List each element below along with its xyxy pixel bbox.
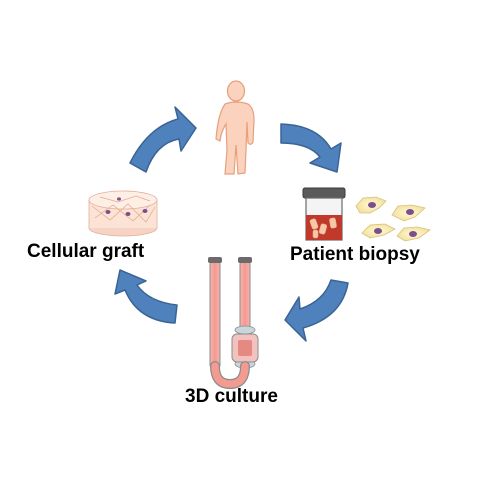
arrow-graft-to-person bbox=[129, 106, 197, 173]
patient-biopsy-label: Patient biopsy bbox=[290, 244, 420, 265]
bioreactor-icon bbox=[208, 257, 259, 390]
3d-culture-label: 3D culture bbox=[185, 386, 278, 407]
person-silhouette-icon bbox=[215, 80, 255, 175]
arrow-biopsy-to-culture bbox=[284, 279, 349, 342]
cells-icon bbox=[355, 196, 431, 242]
arrow-culture-to-graft bbox=[114, 269, 178, 324]
graft-scaffold-icon bbox=[88, 190, 158, 237]
cellular-graft-label: Cellular graft bbox=[27, 241, 145, 262]
specimen-jar-icon bbox=[302, 187, 346, 241]
arrow-person-to-biopsy bbox=[280, 123, 342, 173]
cycle-arrows bbox=[114, 106, 349, 342]
